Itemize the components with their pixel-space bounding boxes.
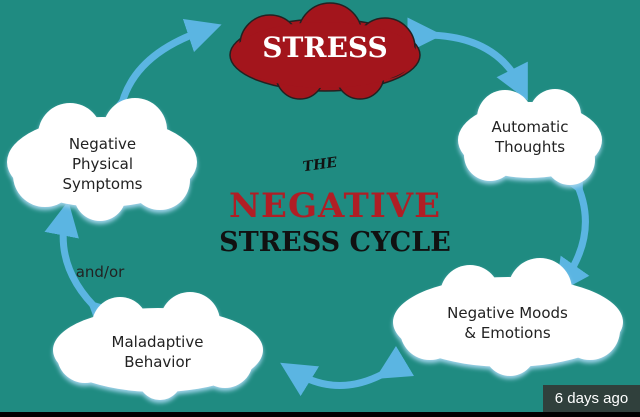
line: Negative	[68, 135, 137, 153]
line: Automatic	[491, 118, 569, 136]
cloud-behavior	[53, 292, 263, 400]
line: & Emotions	[464, 324, 551, 342]
arrow-symptoms-to-stress	[99, 18, 222, 133]
arrow-moods-to-behavior	[280, 345, 415, 397]
physical-symptoms-label: Negative Physical Symptoms	[5, 134, 200, 194]
title-negative: NEGATIVE	[228, 186, 442, 226]
line: Maladaptive	[111, 333, 204, 351]
stress-label: STRESS	[262, 31, 388, 64]
and-or-label: and/or	[75, 263, 125, 281]
arrow-behavior-to-symptoms	[44, 200, 125, 337]
line: Negative Moods	[447, 304, 568, 322]
line: Physical	[71, 155, 134, 173]
line: Behavior	[124, 353, 191, 371]
line: Symptoms	[62, 175, 143, 193]
arrows	[44, 17, 590, 397]
cloud-moods	[393, 258, 623, 376]
title-stress-cycle: STRESS CYCLE	[219, 227, 451, 258]
arrow-thoughts-to-moods	[551, 156, 590, 295]
line: Thoughts	[494, 138, 566, 156]
maladaptive-label: Maladaptive Behavior	[55, 332, 260, 372]
automatic-thoughts-label: Automatic Thoughts	[455, 117, 605, 157]
timestamp-badge: 6 days ago	[543, 385, 640, 412]
cloud-symptoms	[7, 98, 197, 221]
arrow-stress-to-thoughts	[407, 17, 528, 101]
cloud-thoughts	[458, 89, 602, 185]
moods-label: Negative Moods & Emotions	[395, 303, 620, 343]
